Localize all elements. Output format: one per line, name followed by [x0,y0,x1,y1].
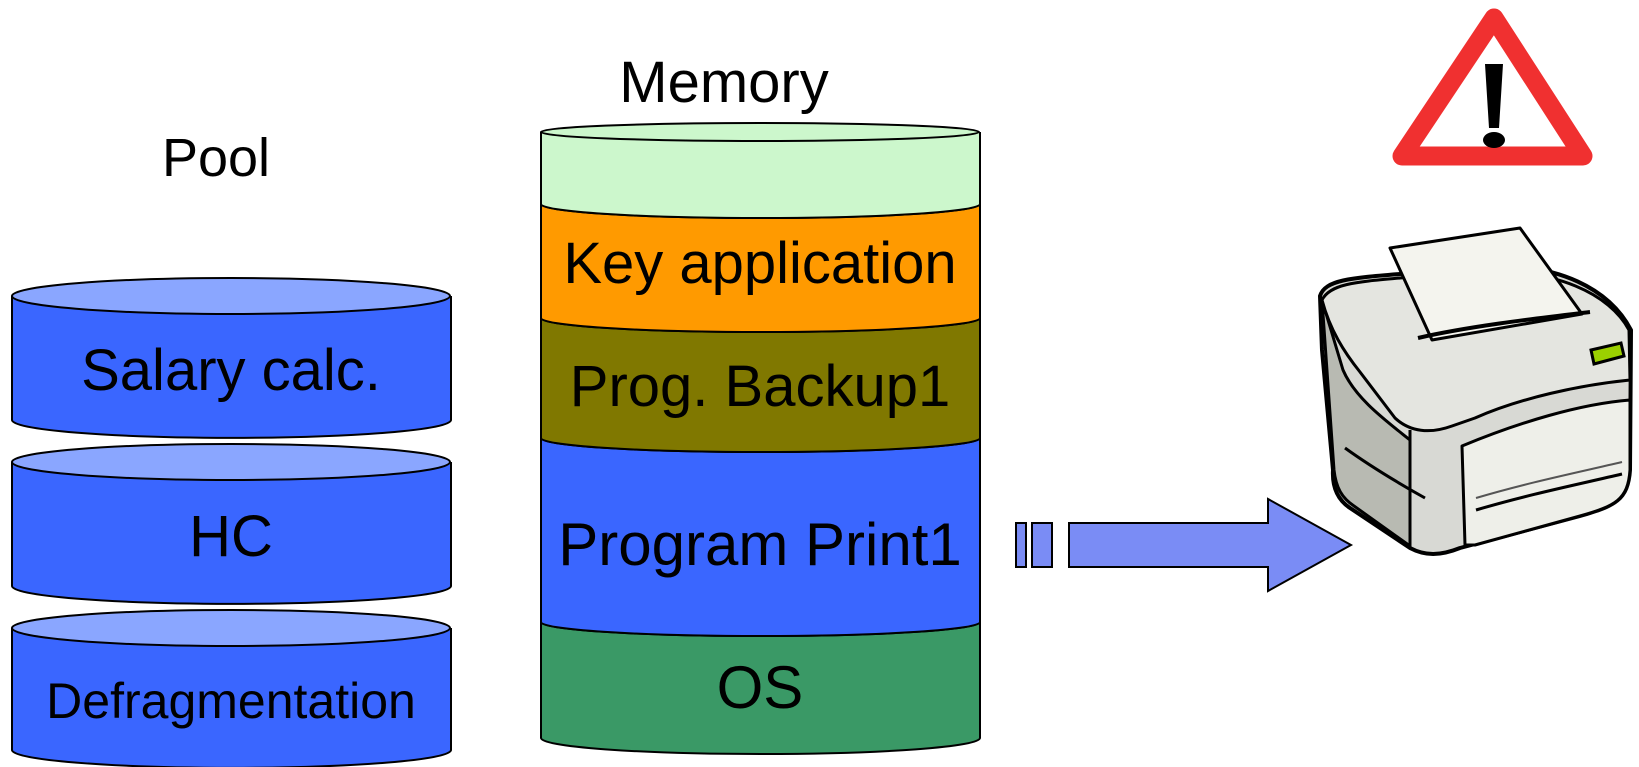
warning-triangle-icon [1392,8,1593,166]
arrow-right-icon [1015,497,1354,593]
memory-segment-label: Key application [563,231,956,296]
pool-title: Pool [162,128,270,188]
memory-segment-key-application: Key application [540,203,981,334]
memory-segment-label: Program Print1 [558,511,961,578]
memory-segment-os: OS [540,621,981,756]
pool-item-defragmentation: Defragmentation [11,609,452,767]
memory-segment-prog-backup1: Prog. Backup1 [540,317,981,454]
memory-segment-label: OS [717,654,804,721]
memory-segment-free [540,122,981,220]
pool-item-hc: HC [11,443,452,605]
pool-item-label: Salary calc. [81,338,381,403]
memory-segment-program-print1: Program Print1 [540,437,981,638]
memory-segment-label: Prog. Backup1 [570,354,950,419]
pool-item-label: Defragmentation [46,673,416,729]
pool-item-salary-calc: Salary calc. [11,277,452,439]
printer-icon [1318,226,1633,556]
pool-item-label: HC [189,504,273,569]
memory-title: Memory [619,50,828,115]
